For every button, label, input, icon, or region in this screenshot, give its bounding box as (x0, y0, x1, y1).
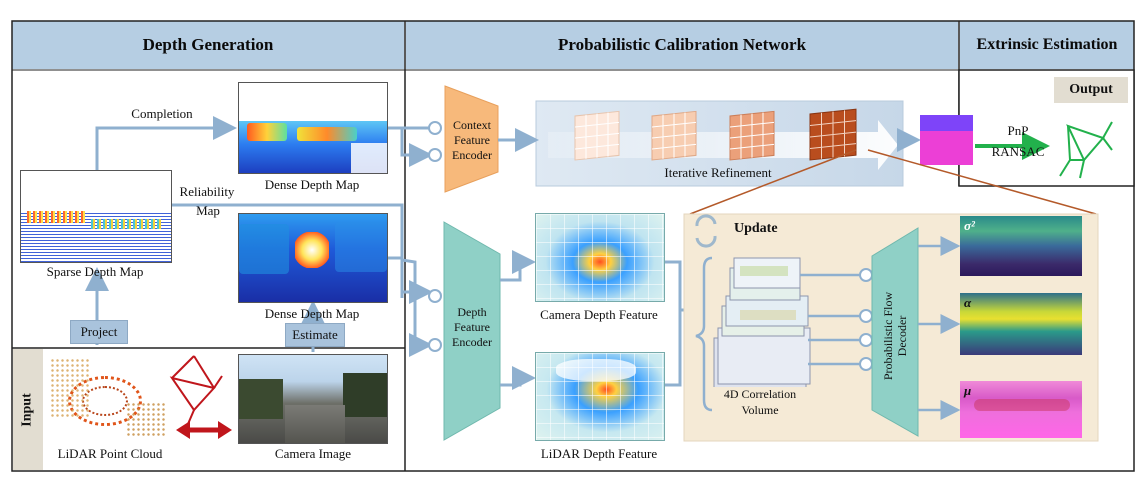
decoder-node-1 (859, 268, 873, 282)
project-tag: Project (70, 320, 128, 344)
lidar-depth-feature-image (535, 352, 665, 441)
lidar-point-cloud-label: LiDAR Point Cloud (57, 446, 163, 461)
output-tag-text: Output (1069, 82, 1113, 97)
depth-encoder-label-1: Depth (457, 305, 487, 319)
completion-label: Completion (131, 106, 193, 121)
sigma-map-image: σ² (960, 216, 1082, 276)
refinement-grids (574, 108, 857, 161)
lidar-camera-pose-glyph (169, 355, 223, 425)
alpha-label: α (964, 295, 972, 310)
context-input-node-1 (428, 121, 442, 135)
depth-input-node-1 (428, 289, 442, 303)
decoder-node-4 (859, 357, 873, 371)
header-depth-generation-text: Depth Generation (142, 35, 274, 54)
camera-image-label: Camera Image (274, 446, 352, 461)
zoom-line-right (867, 149, 1097, 215)
zoom-line-left (689, 149, 857, 215)
depth-input-node-2 (428, 338, 442, 352)
decoder-node-2 (859, 309, 873, 323)
depth-encoder-label-3: Encoder (452, 335, 492, 349)
output-tag: Output (1054, 77, 1128, 103)
reliability-map-label-2: Map (196, 203, 220, 218)
context-encoder-shape (444, 85, 499, 193)
update-cycle-icon (695, 214, 717, 248)
depth-connectors (85, 116, 433, 357)
correlation-to-decoder (800, 273, 860, 366)
correlation-brace (695, 256, 713, 412)
update-label: Update (734, 221, 778, 236)
decoder-node-3 (859, 333, 873, 347)
context-encoder-label-1: Context (453, 118, 491, 132)
lidar-depth-feature-label: LiDAR Depth Feature (540, 446, 658, 461)
flow-decoder-label-2: Decoder (895, 315, 909, 357)
header-calibration-network: Probabilistic Calibration Network (406, 21, 958, 69)
header-extrinsic-estimation: Extrinsic Estimation (960, 21, 1134, 69)
input-tag-bg (13, 349, 43, 470)
camera-image (238, 354, 388, 444)
flow-decoder-shape (871, 227, 919, 437)
mu-label: μ (964, 383, 972, 398)
depth-encoder-shape (443, 221, 501, 441)
dense-depth-map-top-image (238, 82, 388, 174)
pnp-label: PnP (1007, 123, 1029, 138)
context-encoder-label-2: Feature (454, 133, 490, 147)
context-encoder-label-3: Encoder (452, 148, 492, 162)
iterative-refinement-label: Iterative Refinement (664, 165, 772, 180)
lidar-point-cloud-image (46, 352, 166, 440)
context-input-node-2 (428, 148, 442, 162)
dense-depth-map-top-label: Dense Depth Map (264, 177, 360, 192)
flow-decoder-label: Probabilistic Flow Decoder (877, 276, 913, 396)
header-extrinsic-estimation-text: Extrinsic Estimation (976, 36, 1118, 53)
correlation-label-1: 4D Correlation (710, 387, 810, 401)
alpha-map-image: α (960, 293, 1082, 355)
sparse-depth-map-label: Sparse Depth Map (46, 264, 144, 279)
ransac-label: RANSAC (991, 144, 1045, 159)
sparse-depth-map-image (20, 170, 172, 263)
flow-decoder-label-1: Probabilistic Flow (881, 291, 895, 381)
dense-depth-map-bottom-image (238, 213, 388, 303)
project-tag-text: Project (80, 324, 118, 339)
correlation-volume (713, 257, 811, 395)
camera-depth-feature-label: Camera Depth Feature (540, 307, 658, 322)
mu-map-image: μ (960, 381, 1082, 438)
decoder-outputs (918, 236, 961, 420)
input-tag-text: Input (20, 392, 35, 427)
header-depth-generation: Depth Generation (12, 21, 404, 69)
header-calibration-network-text: Probabilistic Calibration Network (557, 35, 807, 54)
reliability-map-label-1: Reliability (179, 184, 235, 199)
camera-depth-feature-image (535, 213, 665, 302)
depth-encoder-label-2: Feature (454, 320, 490, 334)
outer-frame (11, 20, 1135, 472)
dense-depth-map-bottom-label: Dense Depth Map (264, 306, 360, 321)
estimate-tag-text: Estimate (292, 327, 338, 342)
output-pose-glyph (1059, 121, 1113, 179)
estimate-tag: Estimate (285, 323, 345, 347)
correlation-label-2: Volume (741, 403, 779, 417)
sigma-label: σ² (964, 218, 975, 233)
input-tag: Input (13, 349, 43, 470)
